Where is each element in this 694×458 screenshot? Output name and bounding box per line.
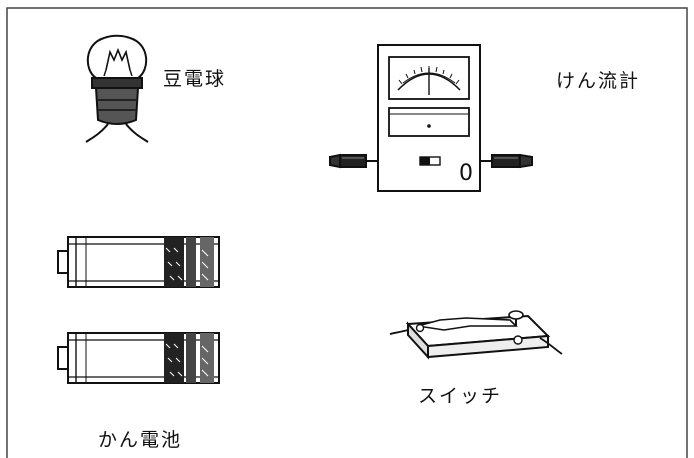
light-bulb-icon — [85, 34, 149, 143]
battery-icon — [57, 236, 220, 384]
galvanometer-label: けん流計 — [556, 70, 641, 92]
frame-border — [6, 7, 688, 458]
galvanometer-zero-mark: 0 — [459, 161, 473, 186]
galvanometer-icon — [329, 44, 533, 192]
battery-label: かん電池 — [98, 429, 183, 451]
knife-switch-icon — [389, 310, 563, 360]
switch-label: スイッチ — [418, 385, 503, 407]
bulb-label: 豆電球 — [163, 68, 227, 90]
